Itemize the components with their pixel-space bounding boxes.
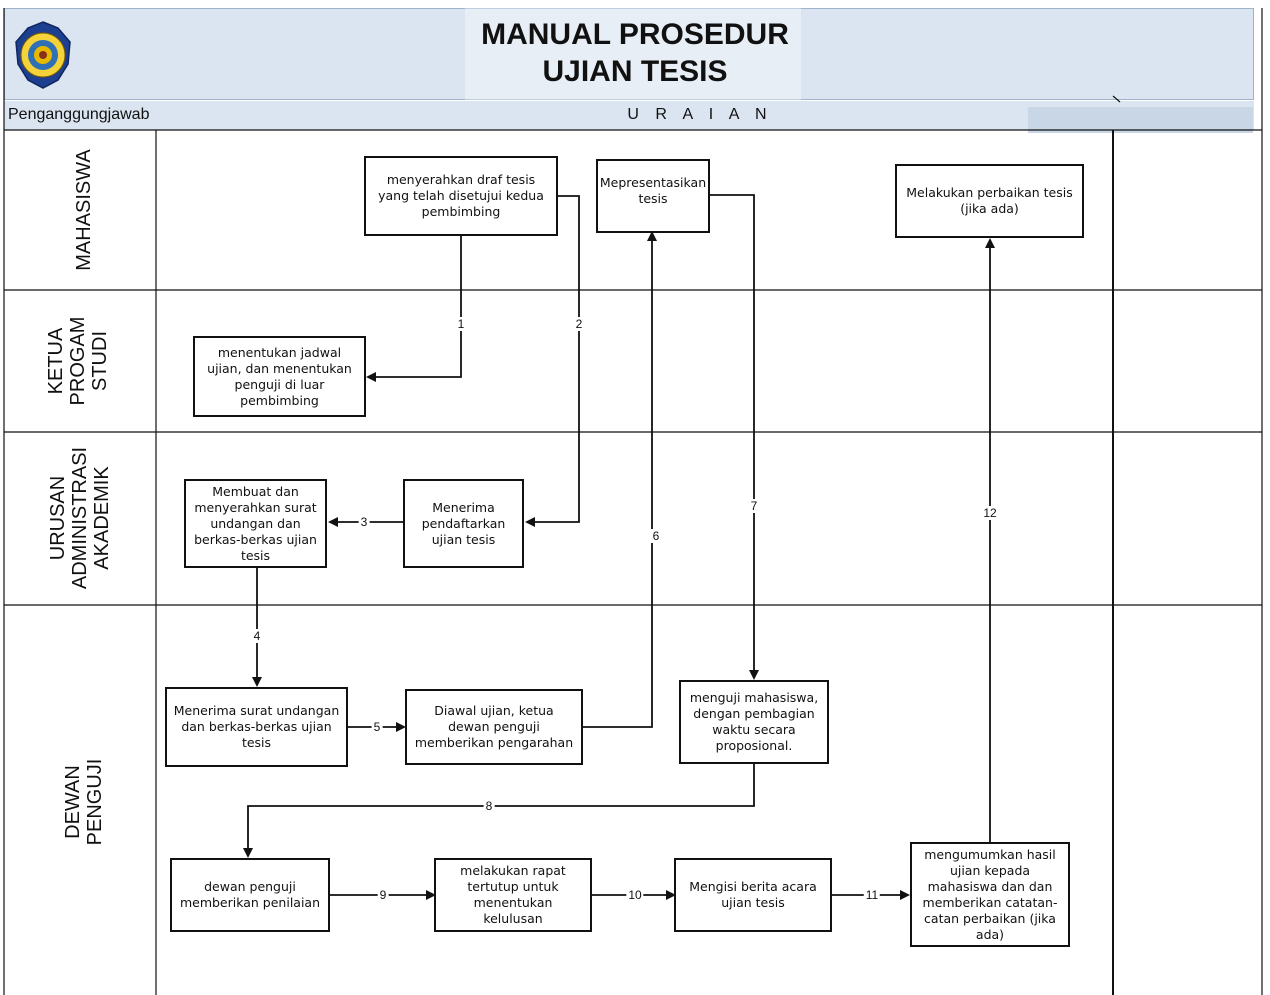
process-serahkan-draf: menyerahkan draf tesis yang telah disetu… bbox=[364, 156, 558, 236]
process-perbaikan: Melakukan perbaikan tesis (jika ada) bbox=[895, 164, 1084, 238]
subheader-right-cell bbox=[1028, 107, 1253, 133]
step-number-6: 6 bbox=[650, 529, 662, 543]
step-number-11: 11 bbox=[863, 888, 881, 902]
process-rapat: melakukan rapat tertutup untuk menentuka… bbox=[434, 858, 592, 932]
responsible-column-header: Penganggungjawab bbox=[8, 106, 150, 123]
process-menguji: menguji mahasiswa, dengan pembagian wakt… bbox=[679, 680, 829, 764]
process-presentasi: Mepresentasikan tesis bbox=[596, 159, 710, 233]
lane-label-ketua-prodi: KETUA PROGAM STUDI bbox=[45, 316, 111, 406]
logo-emblem bbox=[15, 21, 71, 89]
lane-label-dewan-penguji: DEWAN PENGUJI bbox=[62, 758, 106, 846]
title-line-1: MANUAL PROSEDUR bbox=[481, 18, 789, 51]
step-number-12: 12 bbox=[981, 506, 999, 520]
title-panel bbox=[465, 8, 801, 100]
header-banner bbox=[4, 8, 1254, 100]
process-umumkan: mengumumkan hasil ujian kepada mahasiswa… bbox=[910, 842, 1070, 947]
process-penilaian: dewan penguji memberikan penilaian bbox=[170, 858, 330, 932]
step-number-1: 1 bbox=[455, 317, 467, 331]
process-jadwal: menentukan jadwal ujian, dan menentukan … bbox=[193, 336, 366, 417]
step-number-10: 10 bbox=[626, 888, 644, 902]
step-number-7: 7 bbox=[748, 499, 760, 513]
title-line-2: UJIAN TESIS bbox=[542, 55, 728, 88]
process-pendaftaran: Menerima pendaftarkan ujian tesis bbox=[403, 479, 524, 568]
lane-label-mahasiswa: MAHASISWA bbox=[73, 149, 95, 271]
page-title: MANUAL PROSEDUR UJIAN TESIS bbox=[430, 16, 840, 90]
lane-label-akademik: URUSAN ADMINISTRASI AKADEMIK bbox=[47, 446, 113, 590]
process-pengarahan: Diawal ujian, ketua dewan penguji member… bbox=[405, 689, 583, 765]
step-number-8: 8 bbox=[483, 799, 495, 813]
process-undangan: Membuat dan menyerahkan surat undangan d… bbox=[184, 479, 327, 568]
step-number-5: 5 bbox=[371, 720, 383, 734]
step-number-2: 2 bbox=[573, 317, 585, 331]
process-terima-undangan: Menerima surat undangan dan berkas-berka… bbox=[165, 687, 348, 767]
process-berita-acara: Mengisi berita acara ujian tesis bbox=[674, 858, 832, 932]
university-logo bbox=[12, 20, 74, 90]
step-number-3: 3 bbox=[358, 515, 370, 529]
step-number-9: 9 bbox=[377, 888, 389, 902]
description-column-header: U R A I A N bbox=[627, 106, 773, 123]
step-number-4: 4 bbox=[251, 629, 263, 643]
